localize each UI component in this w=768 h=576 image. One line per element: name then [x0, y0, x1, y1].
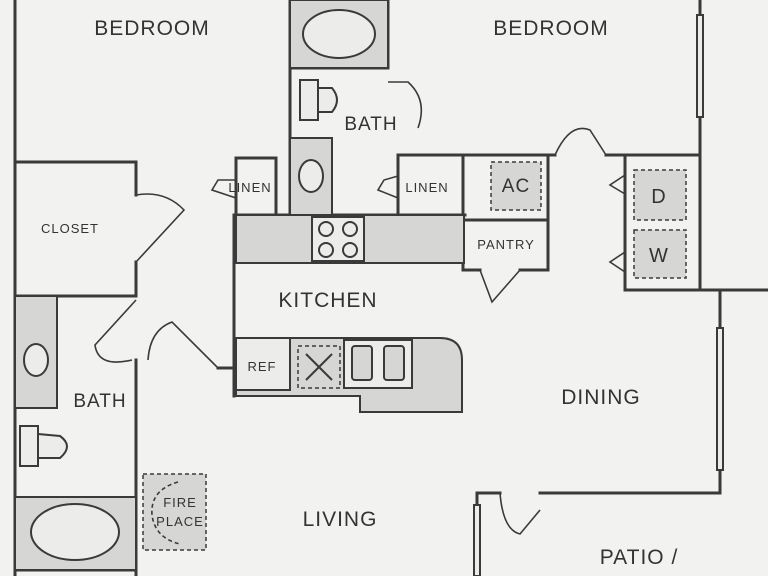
- tub-left: [14, 496, 137, 571]
- label-bedroom-left: BEDROOM: [94, 17, 210, 40]
- stove: [311, 216, 365, 262]
- fireplace: [142, 473, 207, 551]
- label-closet: CLOSET: [41, 221, 99, 236]
- washer: [633, 229, 687, 279]
- window-patio: [473, 504, 481, 576]
- label-linen-left: LINEN: [228, 180, 271, 195]
- toilet-left: [19, 425, 68, 467]
- sink-top: [289, 137, 333, 216]
- label-bath-top: BATH: [344, 114, 397, 135]
- toilet-top: [299, 79, 338, 121]
- kitchen-counter-lower: [235, 337, 463, 413]
- label-washer: W: [649, 245, 669, 267]
- dryer: [633, 169, 687, 221]
- label-dining: DINING: [561, 386, 641, 409]
- ac-unit: [490, 161, 542, 211]
- window-dining: [716, 327, 724, 471]
- label-kitchen: KITCHEN: [278, 289, 377, 312]
- label-ref: REF: [248, 359, 277, 374]
- label-patio: PATIO /: [600, 546, 679, 569]
- label-bedroom-right: BEDROOM: [493, 17, 609, 40]
- label-linen-right: LINEN: [405, 180, 448, 195]
- sink-left: [14, 295, 58, 409]
- label-fireplace-line1: FIRE: [163, 495, 197, 510]
- window-bedroom: [696, 14, 704, 118]
- label-pantry: PANTRY: [477, 237, 535, 252]
- label-fireplace-line2: PLACE: [156, 514, 204, 529]
- label-living: LIVING: [303, 508, 378, 531]
- doors: [94, 81, 626, 535]
- label-bath-left: BATH: [73, 391, 126, 412]
- label-ac: AC: [502, 176, 530, 197]
- label-dryer: D: [651, 186, 666, 208]
- walls: [13, 0, 768, 576]
- tub-top: [289, 0, 389, 69]
